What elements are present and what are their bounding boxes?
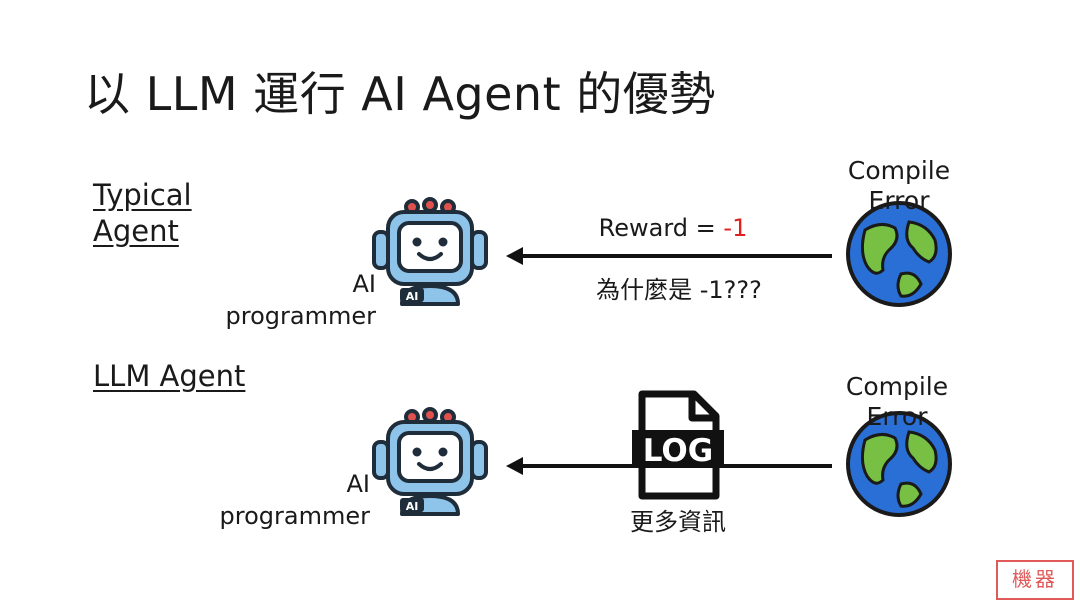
robot-badge: AI [406,290,419,303]
log-file-icon: LOG [632,390,724,500]
typical-agent-label-line2: programmer [225,302,376,330]
source-line2: Error [868,186,930,215]
typical-agent-label-line1: AI [352,270,377,298]
typical-agent-heading: Typical Agent [93,177,192,249]
typical-agent-label: AI programmer [200,268,376,332]
question-label: 為什麼是 -1??? [596,276,762,304]
llm-agent-heading: LLM Agent [93,359,246,393]
log-text: LOG [643,433,713,469]
reward-arrow [520,254,832,258]
reward-label: Reward = -1 [578,214,768,242]
compile-error-label-2: Compile Error [832,372,962,432]
globe-icon [846,201,952,307]
reward-value: -1 [723,214,748,242]
arrow-head [506,247,523,265]
robot-badge: AI [406,500,419,513]
info-label: 更多資訊 [630,508,726,536]
llm-agent-label-line2: programmer [219,502,370,530]
page-title: 以 LLM 運行 AI Agent 的優勢 [84,67,716,121]
source-line2: Error [866,402,928,431]
source-line1: Compile [847,156,951,185]
reward-prefix: Reward = [598,214,724,242]
typical-heading-line1: Typical [93,178,192,212]
compile-error-label-1: Compile Error [834,156,964,216]
llm-agent-label: AI programmer [194,468,370,532]
llm-agent-label-line1: AI [346,470,371,498]
robot-icon: AI [372,197,488,306]
arrow-head [506,457,523,475]
robot-icon: AI [372,407,488,516]
typical-heading-line2: Agent [93,214,179,248]
source-line1: Compile [845,372,949,401]
watermark-stamp: 機器 [996,560,1074,600]
globe-icon [846,411,952,517]
